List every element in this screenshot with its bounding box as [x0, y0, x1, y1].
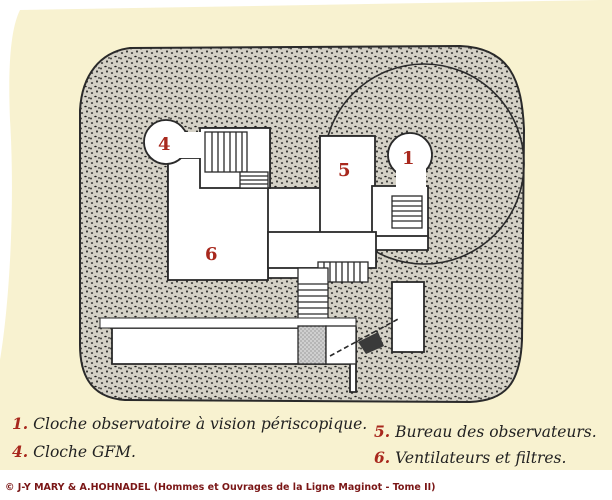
- east-corridor: [391, 281, 425, 353]
- cloche-4-neck: [170, 132, 204, 158]
- stairs-central: [297, 261, 369, 321]
- legend-text-5: Bureau des observateurs.: [395, 423, 597, 441]
- bunker-plan: 4 1 5 6: [0, 0, 612, 470]
- hatched-block: [297, 325, 327, 365]
- label-5: 5: [338, 160, 351, 181]
- legend-item-6: 6. Ventilateurs et filtres.: [374, 448, 566, 467]
- label-1: 1: [402, 148, 415, 169]
- legend-item-1: 1. Cloche observatoire à vision périscop…: [12, 414, 367, 433]
- legend-item-4: 4. Cloche GFM.: [12, 442, 136, 461]
- legend-item-5: 5. Bureau des observateurs.: [374, 422, 597, 441]
- label-6: 6: [205, 244, 218, 265]
- outer-entrance-wall: [99, 317, 357, 329]
- legend-num-4: 4.: [12, 442, 29, 461]
- legend-num-6: 6.: [374, 448, 391, 467]
- embrasure-weapon: [329, 317, 401, 357]
- legend-num-1: 1.: [12, 414, 29, 433]
- cloche-1-neck: [396, 168, 426, 190]
- stairs-cloche-4: [204, 131, 269, 189]
- label-4: 4: [158, 134, 171, 155]
- room-5: [319, 135, 376, 247]
- legend-num-5: 5.: [374, 422, 391, 441]
- legend-text-4: Cloche GFM.: [33, 443, 136, 461]
- gate-block: [325, 325, 357, 365]
- legend-text-6: Ventilateurs et filtres.: [395, 449, 567, 467]
- copyright-credit: © J-Y MARY & A.HOHNADEL (Hommes et Ouvra…: [5, 482, 436, 493]
- legend-text-1: Cloche observatoire à vision périscopiqu…: [33, 415, 368, 433]
- stairs-cloche-1: [391, 195, 423, 229]
